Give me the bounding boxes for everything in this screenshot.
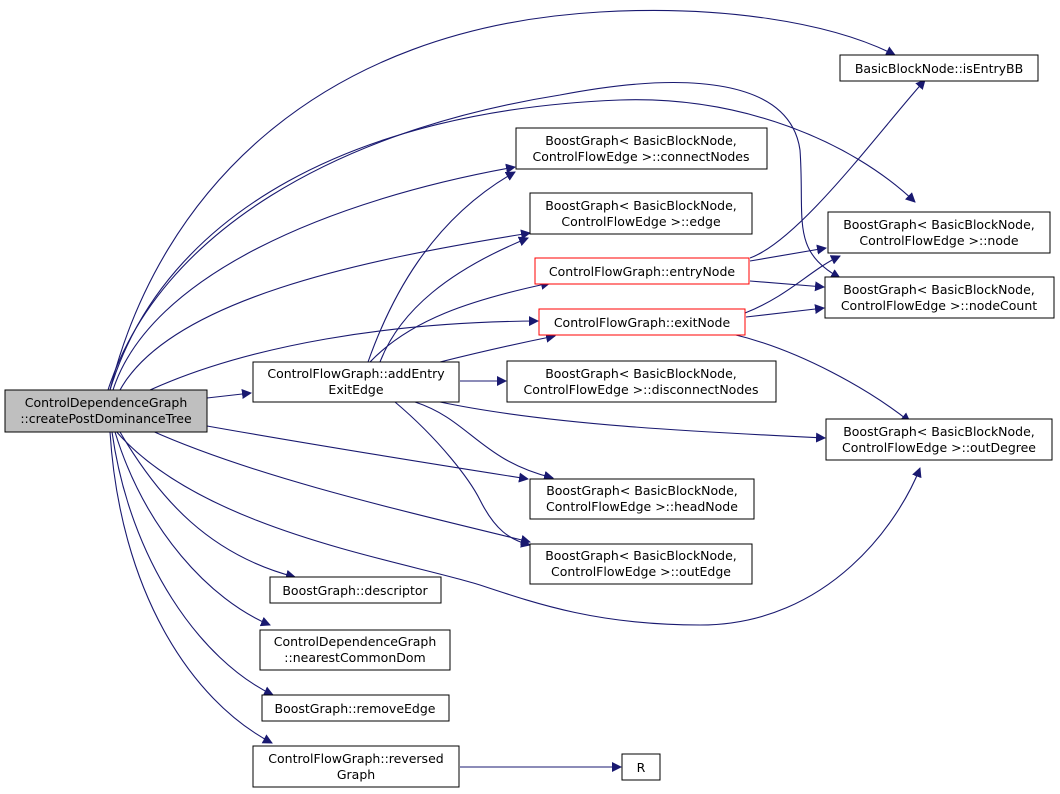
node-label-line: ControlFlowEdge >::outEdge <box>551 564 731 579</box>
edge-root-to-out-edge <box>149 429 531 545</box>
edge-root-to-node-count <box>107 82 841 391</box>
node-entry-node[interactable]: ControlFlowGraph::entryNode <box>534 257 750 285</box>
node-exit-node[interactable]: ControlFlowGraph::exitNode <box>538 308 746 336</box>
node-label-line: Graph <box>337 767 375 782</box>
node-label-line: ControlFlowEdge >::edge <box>561 214 721 229</box>
edge-exit-node-to-node <box>744 255 841 314</box>
node-label-line: ::nearestCommonDom <box>284 650 425 665</box>
node-label-line: ControlDependenceGraph <box>25 395 188 410</box>
edge-add-entry-to-exit-node <box>439 332 556 363</box>
node-node[interactable]: BoostGraph< BasicBlockNode, ControlFlowE… <box>827 211 1051 254</box>
node-r[interactable]: R <box>621 753 661 781</box>
edge-add-entry-to-out-degree <box>439 401 826 443</box>
node-label-line: BoostGraph::descriptor <box>282 583 428 598</box>
node-out-degree[interactable]: BoostGraph< BasicBlockNode, ControlFlowE… <box>825 418 1053 461</box>
node-label-line: ControlDependenceGraph <box>274 634 437 649</box>
node-label-line: ::createPostDominanceTree <box>20 411 192 426</box>
node-label-line: ControlFlowEdge >::connectNodes <box>532 149 749 164</box>
node-label-line: ControlFlowGraph::addEntry <box>267 366 445 381</box>
node-label-line: BoostGraph< BasicBlockNode, <box>546 483 738 498</box>
edge-add-entry-to-edge <box>379 236 529 363</box>
node-remove-edge[interactable]: BoostGraph::removeEdge <box>261 694 450 722</box>
node-label-line: BasicBlockNode::isEntryBB <box>855 61 1023 76</box>
node-edge[interactable]: BoostGraph< BasicBlockNode, ControlFlowE… <box>529 192 753 235</box>
node-label-line: ControlFlowEdge >::outDegree <box>842 440 1036 455</box>
node-label-line: BoostGraph::removeEdge <box>275 701 436 716</box>
edge-add-entry-to-head-node <box>414 401 554 481</box>
edge-root-to-head-node <box>206 425 529 483</box>
node-label-line: BoostGraph< BasicBlockNode, <box>843 282 1035 297</box>
edge-add-entry-to-connect-nodes <box>367 171 516 363</box>
node-label-line: BoostGraph< BasicBlockNode, <box>545 133 737 148</box>
node-head-node[interactable]: BoostGraph< BasicBlockNode, ControlFlowE… <box>529 478 755 520</box>
node-root[interactable]: ControlDependenceGraph ::createPostDomin… <box>4 389 208 433</box>
edge-root-to-edge <box>119 229 531 391</box>
edge-root-to-descriptor <box>119 431 296 580</box>
node-label-line: R <box>637 760 646 775</box>
node-is-entry-bb[interactable]: BasicBlockNode::isEntryBB <box>839 54 1039 82</box>
edge-root-to-node <box>109 99 916 391</box>
node-label-line: BoostGraph< BasicBlockNode, <box>545 548 737 563</box>
node-reversed-graph[interactable]: ControlFlowGraph::reversed Graph <box>252 745 460 788</box>
edge-add-entry-to-entry-node <box>369 279 551 363</box>
node-nearest-common-dom[interactable]: ControlDependenceGraph ::nearestCommonDo… <box>259 629 451 671</box>
edge-entry-node-to-node <box>749 244 827 262</box>
node-label-line: ControlFlowGraph::exitNode <box>554 315 731 330</box>
node-label-line: BoostGraph< BasicBlockNode, <box>545 198 737 213</box>
edge-root-to-add-entry-exit-edge <box>206 389 252 399</box>
node-connect-nodes[interactable]: BoostGraph< BasicBlockNode, ControlFlowE… <box>515 127 768 170</box>
edge-entry-node-to-is-entry-bb <box>749 79 926 259</box>
node-label-line: ControlFlowEdge >::node <box>859 233 1019 248</box>
edge-root-to-reversed-graph <box>109 431 273 744</box>
node-label-line: ControlFlowGraph::entryNode <box>549 264 735 279</box>
node-descriptor[interactable]: BoostGraph::descriptor <box>269 576 442 604</box>
node-label-line: ControlFlowEdge >::headNode <box>546 499 738 514</box>
node-label-line: ControlFlowEdge >::nodeCount <box>841 298 1037 313</box>
node-disconnect-nodes[interactable]: BoostGraph< BasicBlockNode, ControlFlowE… <box>506 360 777 403</box>
node-out-edge[interactable]: BoostGraph< BasicBlockNode, ControlFlowE… <box>529 543 753 585</box>
edge-root-to-is-entry-bb <box>109 9 896 391</box>
node-add-entry-exit-edge[interactable]: ControlFlowGraph::addEntry ExitEdge <box>252 361 460 403</box>
edges <box>107 9 926 772</box>
node-label-line: BoostGraph< BasicBlockNode, <box>545 366 737 381</box>
node-label-line: BoostGraph< BasicBlockNode, <box>843 217 1035 232</box>
edge-root-to-exit-node <box>149 316 539 391</box>
edge-root-to-connect-nodes <box>112 163 516 391</box>
edge-root-to-nearest-common-dom <box>114 431 271 627</box>
edge-root-to-out-degree <box>114 429 922 626</box>
node-label-line: ControlFlowEdge >::disconnectNodes <box>524 382 759 397</box>
node-node-count[interactable]: BoostGraph< BasicBlockNode, ControlFlowE… <box>824 276 1055 319</box>
edge-exit-node-to-node-count <box>745 304 825 318</box>
edge-root-to-remove-edge <box>111 431 274 696</box>
edge-entry-node-to-node-count <box>749 280 825 292</box>
edge-exit-node-to-out-degree <box>731 333 911 423</box>
edge-add-entry-to-out-edge <box>394 401 531 548</box>
node-label-line: ExitEdge <box>328 382 383 397</box>
node-label-line: BoostGraph< BasicBlockNode, <box>843 424 1035 439</box>
node-label-line: ControlFlowGraph::reversed <box>268 751 443 766</box>
